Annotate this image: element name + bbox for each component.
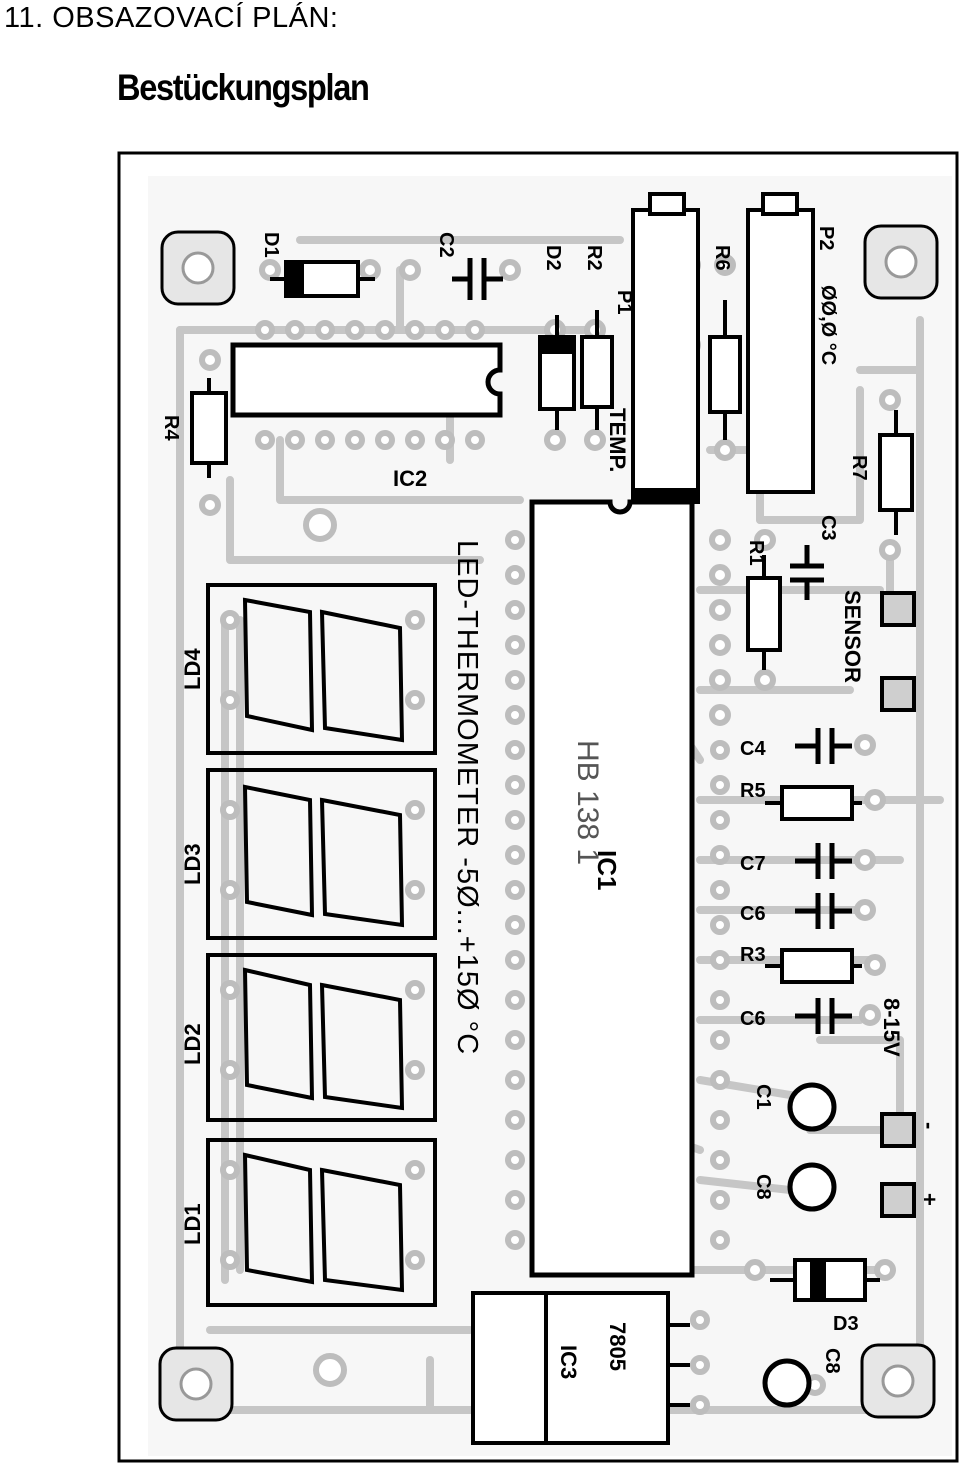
label-c8a: C8 [752, 1174, 774, 1200]
label-r4: R4 [160, 415, 182, 441]
r2-body [580, 335, 614, 409]
page-heading: 11. OBSAZOVACÍ PLÁN: [4, 2, 339, 34]
potentiometer-p1 [631, 192, 700, 504]
label-ld2: LD2 [180, 1023, 205, 1065]
label-r5: R5 [740, 780, 766, 802]
label-d2: D2 [542, 245, 564, 271]
page-subheading: Bestückungsplan [117, 67, 370, 108]
ld1-outline [206, 1138, 437, 1307]
label-c3: C3 [817, 515, 839, 541]
capacitors [452, 258, 852, 1034]
label-d3: D3 [833, 1313, 859, 1335]
mounting-holes [158, 224, 939, 1422]
led-segments [242, 597, 405, 1293]
label-minus: - [917, 1122, 942, 1129]
label-p1: P1 [613, 290, 635, 314]
supply-pad-minus [880, 1112, 916, 1148]
label-r6: R6 [711, 245, 733, 271]
d3-body [793, 1258, 867, 1302]
label-ic1: IC1 [592, 850, 622, 890]
label-c4: C4 [740, 738, 766, 760]
resistors [190, 300, 914, 984]
c6b-symbol [795, 998, 852, 1034]
label-p2: P2 [815, 226, 837, 250]
c8a-symbol [787, 1162, 837, 1212]
label-ic3-part: 7805 [605, 1322, 630, 1371]
label-ld4: LD4 [180, 648, 205, 690]
electrolytic-capacitors [762, 1082, 837, 1408]
ld3-outline [206, 768, 437, 940]
label-c2: C2 [435, 232, 457, 258]
r5-body [780, 785, 854, 821]
c8b-symbol [762, 1358, 812, 1408]
ic3-regulator [471, 1291, 690, 1445]
c2-symbol [452, 258, 503, 300]
c4-symbol [795, 728, 852, 764]
label-plus: + [917, 1193, 942, 1206]
r4-body [190, 391, 228, 465]
sensor-pad-1 [880, 591, 916, 627]
c1-symbol [787, 1082, 837, 1132]
label-r3: R3 [740, 944, 766, 966]
label-ic3: IC3 [556, 1345, 581, 1379]
label-ld1: LD1 [180, 1203, 205, 1245]
terminal-pads [880, 591, 916, 1218]
label-c1: C1 [752, 1084, 774, 1110]
label-r7: R7 [848, 455, 870, 481]
sensor-pad-2 [880, 676, 916, 712]
diodes [270, 260, 880, 1302]
ld4-outline [206, 583, 437, 755]
label-sensor: SENSOR [840, 590, 865, 683]
label-title: LED-THERMOMETER -5Ø...+15Ø °C [451, 540, 483, 1055]
label-r2: R2 [583, 245, 605, 271]
label-c6a: C6 [740, 903, 766, 925]
ld2-outline [206, 953, 437, 1122]
potentiometer-p2 [746, 192, 815, 494]
label-supply: 8-15V [879, 998, 904, 1057]
r3-body [780, 948, 854, 984]
r1-body [746, 576, 782, 652]
label-p1-desc: TEMP. [605, 408, 630, 472]
led-displays [206, 583, 437, 1307]
label-ld3: LD3 [180, 843, 205, 885]
label-ic1-part: HB 138 1 [571, 740, 604, 865]
label-c6b: C6 [740, 1008, 766, 1030]
c6a-symbol [795, 893, 852, 929]
label-c8b: C8 [821, 1348, 843, 1374]
label-r1: R1 [745, 540, 767, 566]
c7-symbol [795, 843, 852, 879]
label-c7: C7 [740, 853, 766, 875]
label-d1: D1 [260, 232, 282, 258]
r6-body [708, 335, 742, 414]
ic2-outline [230, 342, 503, 418]
supply-pad-plus [880, 1182, 916, 1218]
c3-symbol [790, 545, 824, 600]
r7-body [878, 433, 914, 512]
label-p2-desc: ØØ,Ø °C [817, 285, 839, 365]
label-ic2: IC2 [393, 466, 427, 491]
